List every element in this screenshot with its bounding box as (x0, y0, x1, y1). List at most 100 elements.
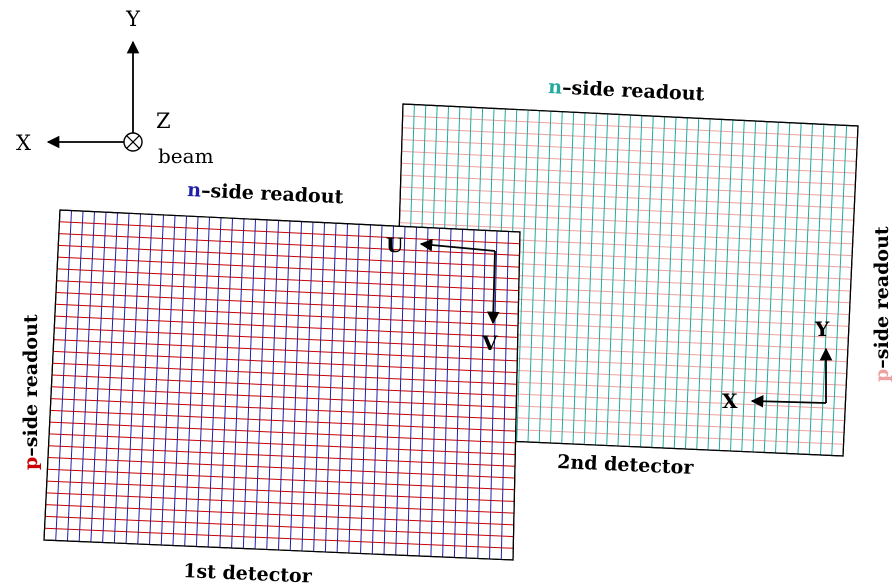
p-readout-rest: –side readout (871, 226, 893, 369)
strip-line (371, 225, 383, 555)
strip-line (628, 115, 643, 447)
strip-line (831, 125, 848, 456)
strip-line (254, 219, 268, 550)
strip-line (673, 117, 688, 449)
n-prefix: n (187, 179, 202, 202)
first-detector-label: 1st detector (183, 560, 313, 585)
strip-line (696, 118, 711, 450)
global-axes: Y X Z beam (16, 7, 214, 168)
first-detector-p-readout-label: p–side readout (20, 314, 42, 470)
strip-line (763, 122, 779, 453)
strip-line (707, 119, 722, 451)
strip-line (66, 211, 84, 542)
strip-line (195, 217, 210, 547)
strip-line (741, 121, 757, 452)
uv-axes: U V (386, 233, 500, 355)
strip-line (453, 229, 463, 558)
strip-line (313, 222, 325, 552)
v-axis-arrow (487, 250, 500, 325)
local-x-axis-arrow (750, 395, 827, 408)
second-detector-n-readout-label: n–side readout (548, 76, 705, 105)
strip-line (149, 214, 164, 545)
strip-line (113, 213, 130, 544)
strip-line (808, 124, 825, 455)
strip-line (606, 114, 620, 446)
first-detector-n-readout-label: n–side readout (187, 179, 344, 208)
v-axis-label: V (481, 331, 498, 355)
strip-line (500, 231, 509, 560)
beam-label: beam (158, 144, 214, 168)
strip-line (442, 228, 452, 558)
strip-line (242, 219, 256, 549)
strip-line (489, 230, 498, 560)
strip-line (538, 111, 552, 443)
p-prefix: p (20, 457, 42, 470)
y-axis-label: Y (125, 7, 141, 31)
strip-line (651, 116, 666, 448)
strip-line (55, 210, 72, 541)
strip-line (718, 119, 734, 451)
strip-line (207, 217, 222, 548)
strip-line (324, 223, 337, 553)
strip-line (172, 216, 187, 546)
strip-line (219, 218, 233, 548)
strip-line (360, 224, 371, 554)
u-axis-arrow (419, 238, 496, 252)
first-detector-n-strips (55, 210, 509, 560)
first-detector-outline (43, 209, 521, 561)
strip-line (550, 111, 563, 444)
x-axis-label: X (16, 131, 31, 155)
strip-line (662, 117, 677, 449)
strip-line (90, 212, 107, 543)
strip-line (395, 226, 406, 556)
n-prefix: n (548, 76, 563, 99)
strip-line (730, 120, 745, 452)
strip-line (465, 229, 475, 559)
n-readout-rest: –side readout (201, 180, 344, 209)
strip-line (102, 212, 118, 543)
strip-line (640, 116, 654, 448)
strip-line (418, 227, 429, 557)
strip-line (516, 110, 529, 442)
strip-line (406, 227, 417, 556)
strip-line (160, 215, 176, 546)
local-y-axis-label: Y (814, 317, 830, 341)
strip-line (820, 124, 836, 456)
xy-axes: Y X (722, 317, 833, 413)
strip-line (137, 214, 153, 545)
strip-line (266, 220, 279, 550)
strip-line (572, 112, 586, 445)
first-detector (43, 209, 521, 561)
n-readout-rest: –side readout (562, 77, 705, 106)
z-cross-b (126, 135, 140, 149)
strip-line (561, 112, 575, 444)
strip-line (430, 228, 440, 557)
strip-line (477, 230, 486, 559)
strip-line (383, 225, 394, 555)
strip-line (336, 223, 348, 553)
strip-line (278, 220, 291, 551)
strip-line (786, 123, 802, 454)
strip-line (797, 123, 813, 455)
strip-line (348, 224, 360, 554)
u-axis-label: U (386, 233, 403, 257)
strip-line (301, 222, 314, 552)
p-readout-rest: –side readout (20, 314, 42, 457)
strip-line (617, 114, 631, 447)
strip-line (583, 113, 597, 445)
p-prefix: p (871, 369, 893, 382)
strip-line (775, 122, 791, 454)
strip-line (289, 221, 302, 551)
strip-line (685, 118, 700, 450)
z-axis-label: Z (156, 109, 171, 133)
strip-line (78, 211, 95, 542)
second-detector-label: 2nd detector (557, 451, 695, 479)
strip-line (595, 113, 609, 446)
second-detector-p-readout-label: p–side readout (871, 226, 893, 382)
strip-line (231, 218, 245, 549)
strip-line (527, 110, 540, 443)
strip-line (184, 216, 199, 547)
strip-line (125, 213, 141, 544)
local-x-axis-label: X (722, 389, 738, 413)
